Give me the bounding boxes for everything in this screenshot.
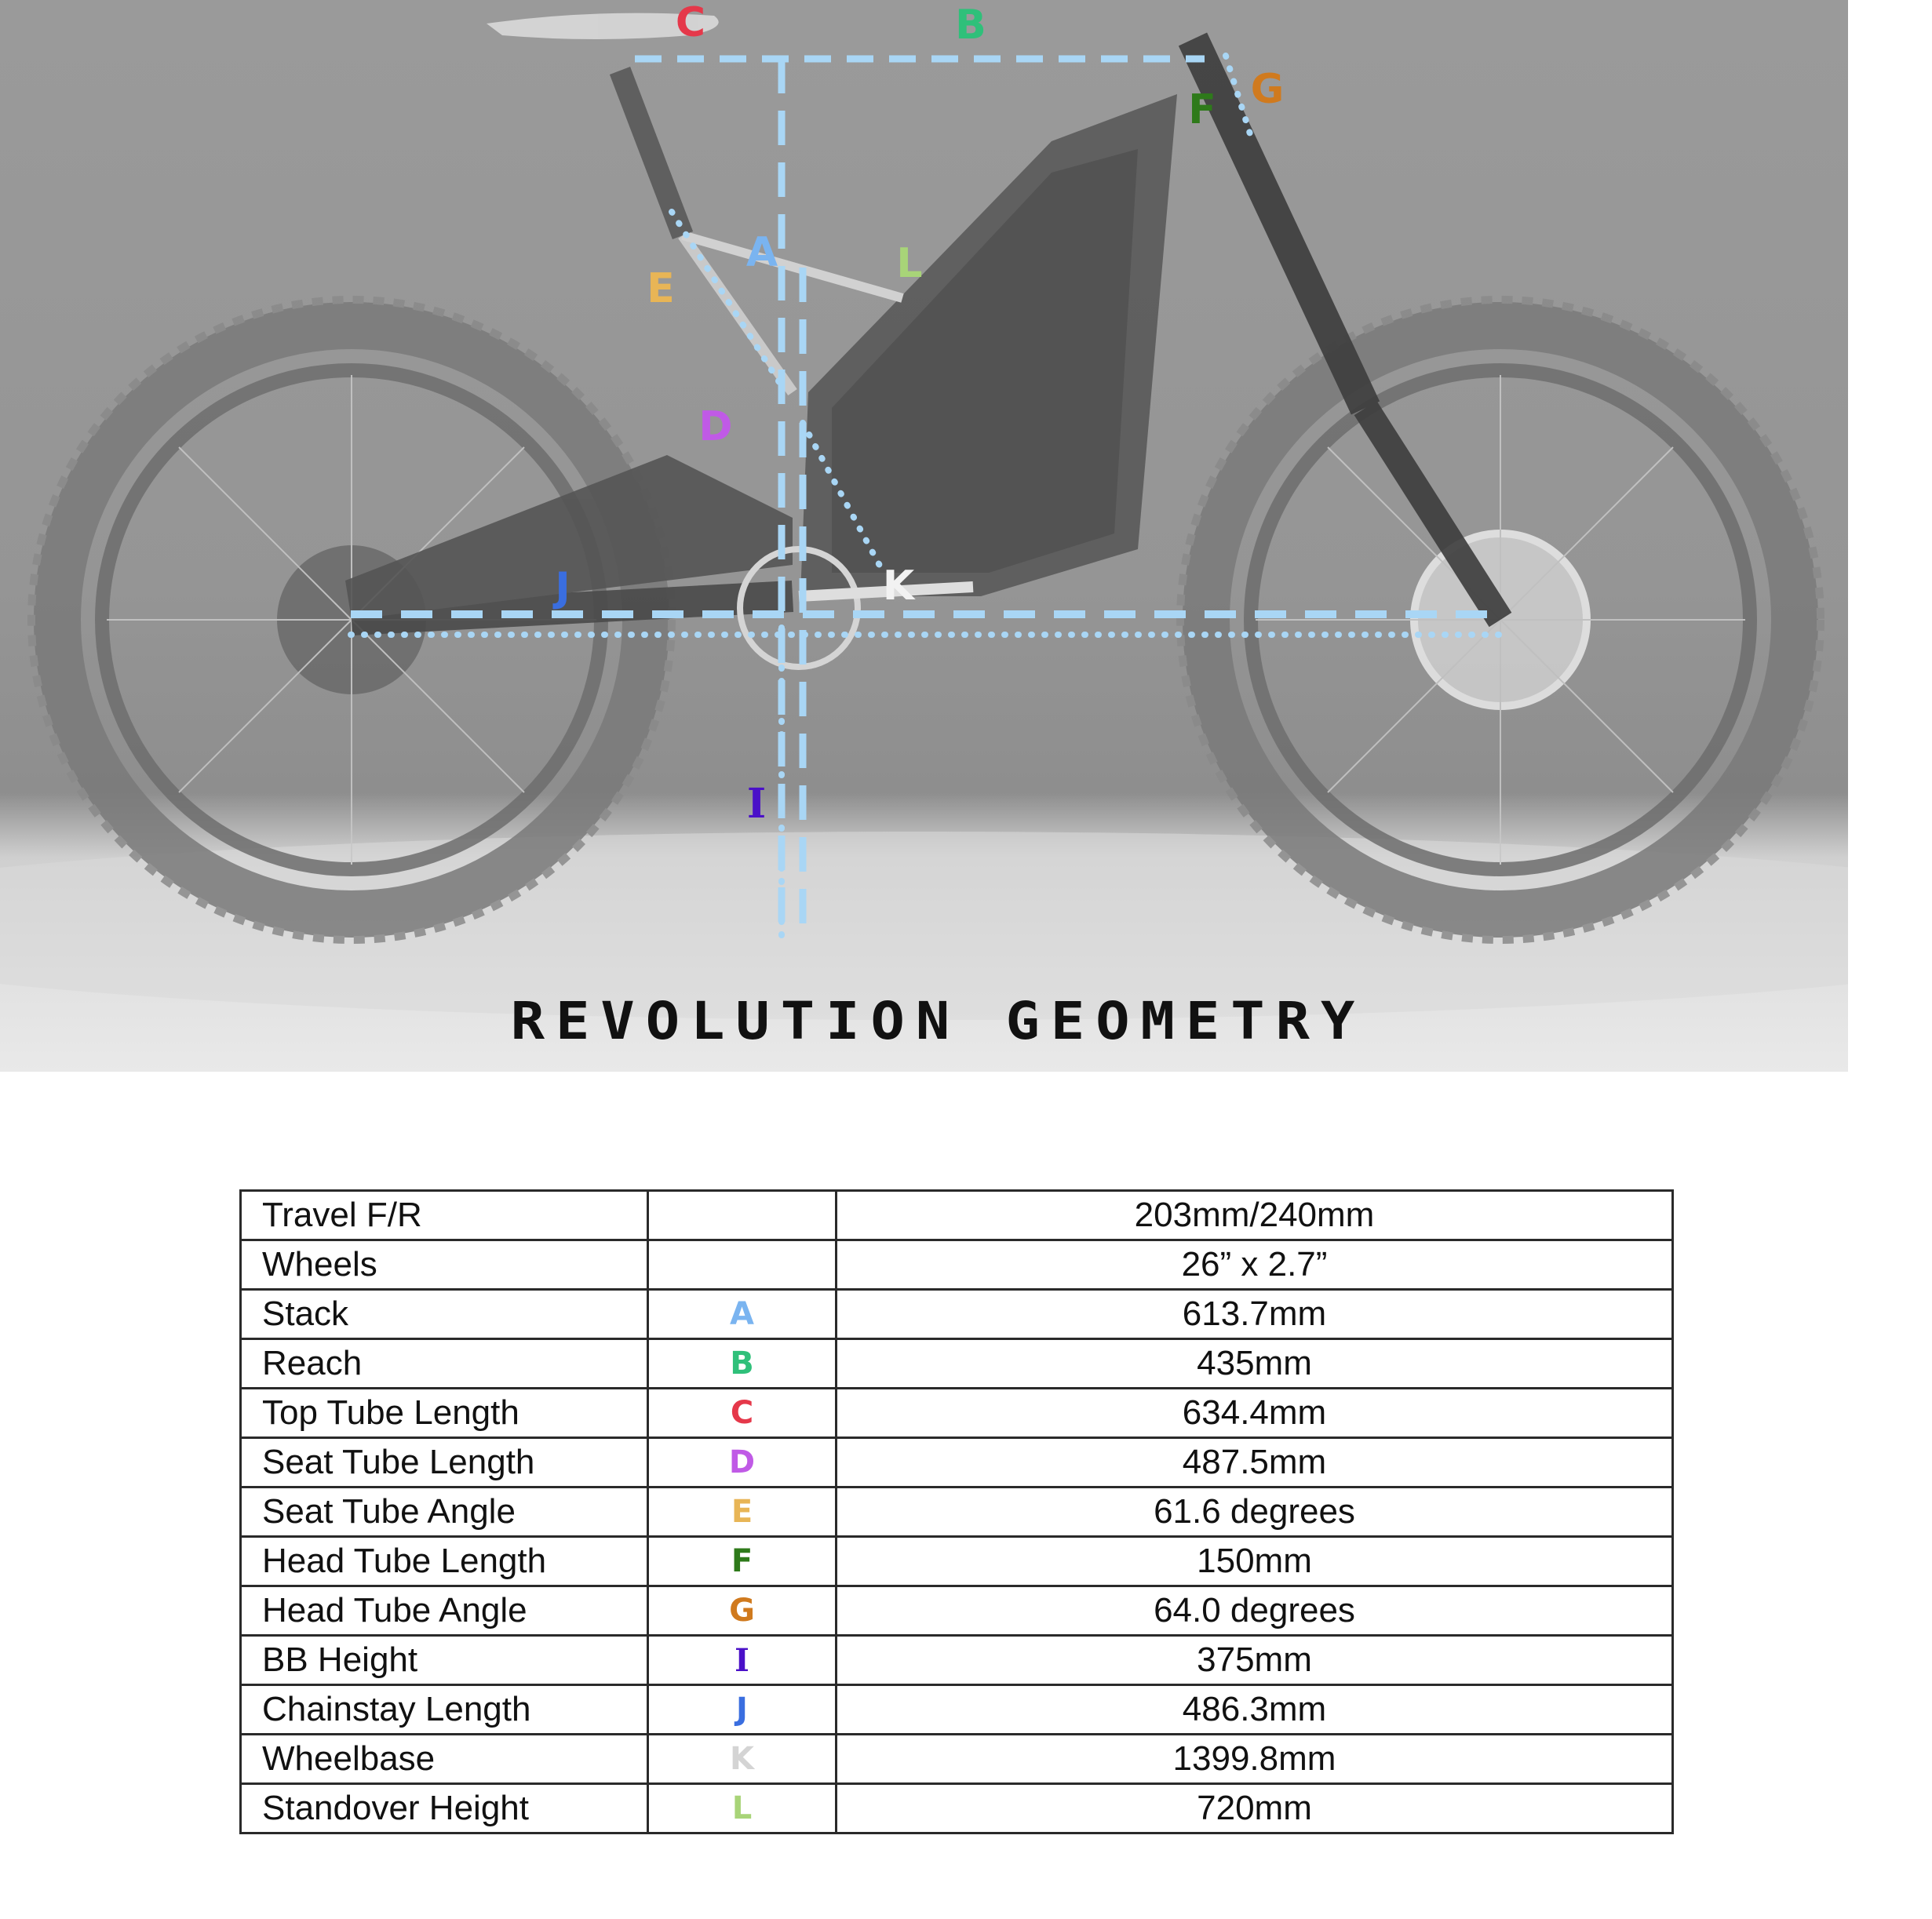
measurement-key: G	[647, 1585, 837, 1637]
measurement-value: 26” x 2.7”	[835, 1239, 1674, 1291]
measurement-name: Stack	[239, 1288, 649, 1340]
dimension-label-i: I	[746, 780, 767, 828]
measurement-name: Head Tube Length	[239, 1535, 649, 1587]
measurement-name: Seat Tube Angle	[239, 1486, 649, 1538]
measurement-value: 435mm	[835, 1338, 1674, 1389]
measurement-name: Wheels	[239, 1239, 649, 1291]
measurement-key: I	[647, 1634, 837, 1686]
measurement-key: L	[647, 1782, 837, 1834]
dimension-label-g: G	[1250, 66, 1285, 113]
measurement-name: Wheelbase	[239, 1733, 649, 1785]
measurement-key: C	[647, 1387, 837, 1439]
measurement-name: Chainstay Length	[239, 1684, 649, 1735]
measurement-name: BB Height	[239, 1634, 649, 1686]
bike-geometry-photo: C B G F A L E D J K I REVOLUTION GEOMETR…	[0, 0, 1848, 1072]
measurement-key: E	[647, 1486, 837, 1538]
measurement-name: Top Tube Length	[239, 1387, 649, 1439]
measurement-key: J	[647, 1684, 837, 1735]
measurement-name: Head Tube Angle	[239, 1585, 649, 1637]
measurement-key: K	[647, 1733, 837, 1785]
measurement-value: 375mm	[835, 1634, 1674, 1686]
measurement-value: 720mm	[835, 1782, 1674, 1834]
bike-illustration	[0, 13, 1848, 1020]
measurement-value: 203mm/240mm	[835, 1189, 1674, 1241]
dimension-label-l: L	[896, 240, 923, 287]
dimension-label-c: C	[675, 0, 706, 46]
measurement-key	[647, 1239, 837, 1291]
dimension-lines	[348, 53, 1503, 942]
measurement-name: Standover Height	[239, 1782, 649, 1834]
frame	[345, 13, 1512, 670]
measurement-key: A	[647, 1288, 837, 1340]
measurement-name: Travel F/R	[239, 1189, 649, 1241]
measurement-value: 487.5mm	[835, 1437, 1674, 1488]
dimension-label-j: J	[555, 564, 570, 611]
measurement-value: 1399.8mm	[835, 1733, 1674, 1785]
measurement-key: F	[647, 1535, 837, 1587]
measurement-name: Seat Tube Length	[239, 1437, 649, 1488]
measurement-value: 61.6 degrees	[835, 1486, 1674, 1538]
measurement-value: 613.7mm	[835, 1288, 1674, 1340]
dimension-label-b: B	[955, 2, 986, 49]
dimension-label-d: D	[698, 403, 733, 450]
measurement-value: 150mm	[835, 1535, 1674, 1587]
measurement-value: 486.3mm	[835, 1684, 1674, 1735]
measurement-value: 634.4mm	[835, 1387, 1674, 1439]
dimension-label-e: E	[647, 265, 675, 312]
measurement-key: D	[647, 1437, 837, 1488]
table-row: Wheels 26” x 2.7”	[239, 1239, 1674, 1291]
page-title: REVOLUTION GEOMETRY	[510, 990, 1366, 1051]
table-row: Travel F/R 203mm/240mm	[239, 1189, 1674, 1241]
dimension-label-a: A	[745, 229, 778, 276]
measurement-name: Reach	[239, 1338, 649, 1389]
dimension-label-k: K	[882, 563, 915, 610]
dimension-label-f: F	[1188, 86, 1216, 133]
measurement-value: 64.0 degrees	[835, 1585, 1674, 1637]
measurement-key	[647, 1189, 837, 1241]
measurement-key: B	[647, 1338, 837, 1389]
